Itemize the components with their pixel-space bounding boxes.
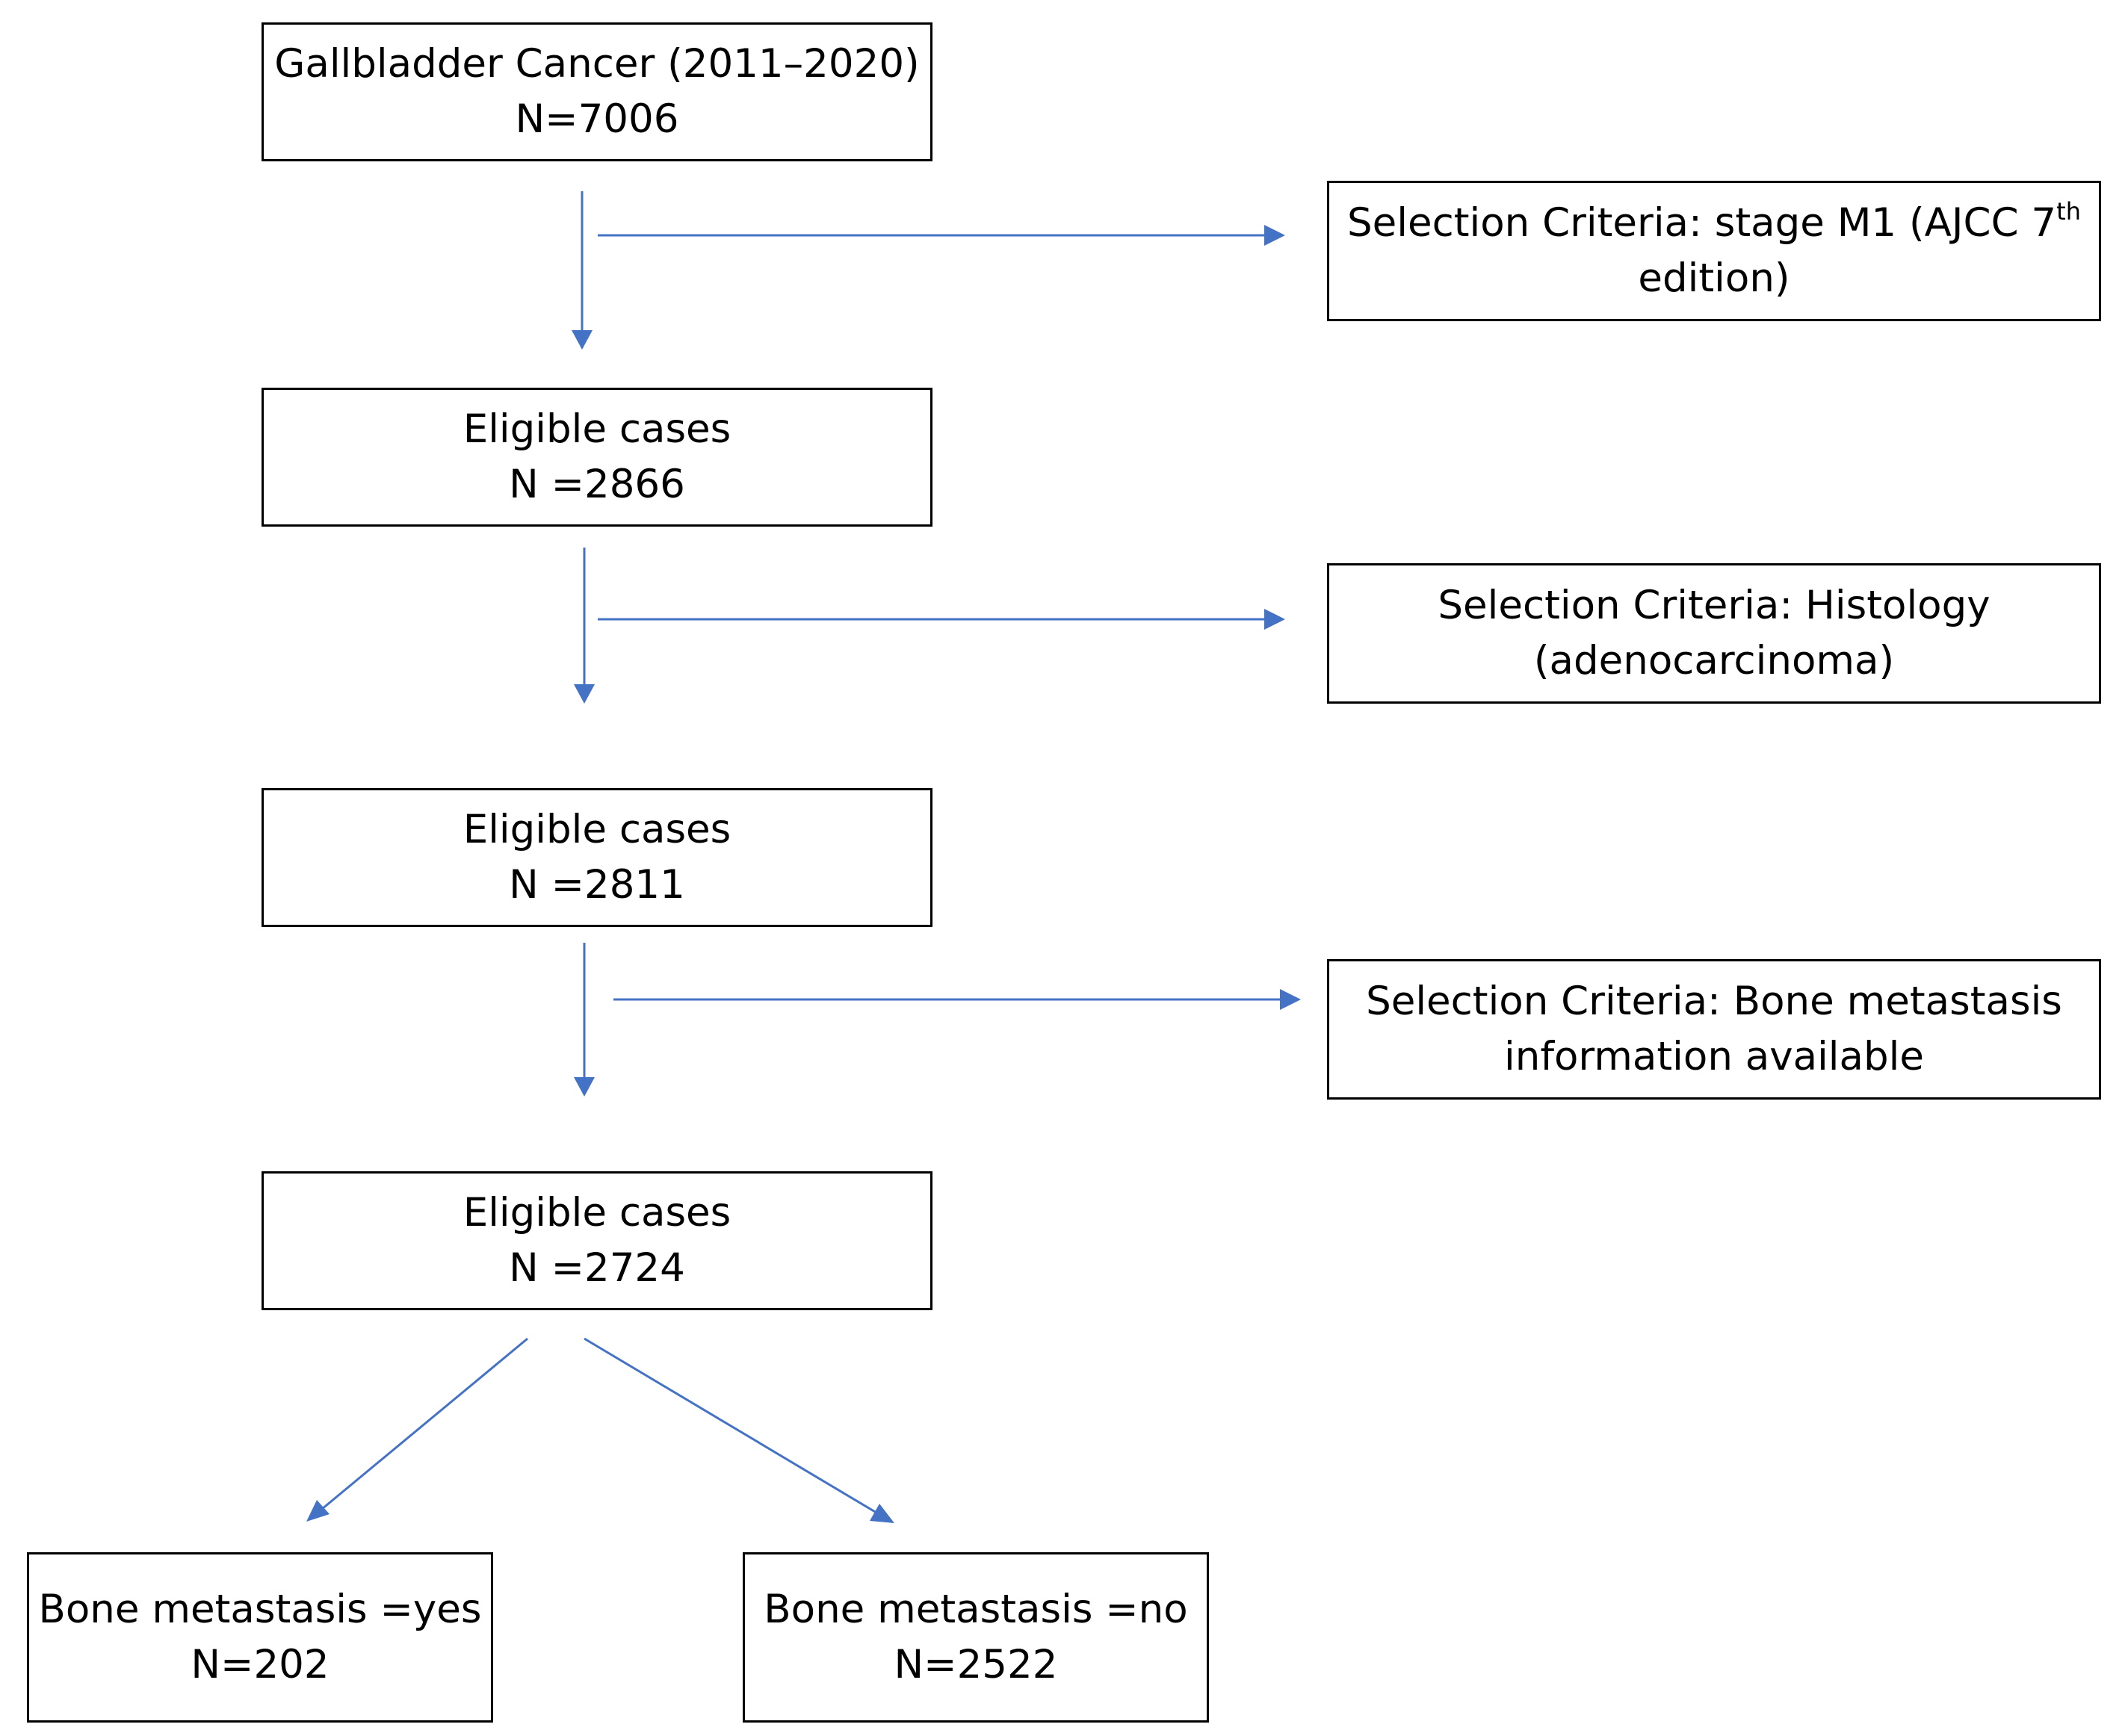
outcome-no-count: N=2522 bbox=[894, 1642, 1058, 1687]
arrowhead-right-3 bbox=[1280, 989, 1301, 1010]
eligible-count-2: N =2811 bbox=[509, 862, 685, 908]
criteria-bone-line2: information available bbox=[1504, 1034, 1924, 1079]
start-count: N=7006 bbox=[515, 96, 679, 142]
criteria-stage-superscript: th bbox=[2056, 197, 2081, 226]
outcome-box-no: Bone metastasis =no N=2522 bbox=[743, 1552, 1209, 1723]
arrowhead-yes bbox=[306, 1500, 330, 1522]
eligible-count-3: N =2724 bbox=[509, 1245, 685, 1291]
outcome-yes-count: N=202 bbox=[191, 1642, 330, 1687]
outcome-yes-label: Bone metastasis =yes bbox=[38, 1587, 482, 1632]
arrow-to-no bbox=[584, 1337, 881, 1516]
criteria-stage-text: Selection Criteria: stage M1 (AJCC 7 bbox=[1347, 200, 2057, 246]
arrow-to-yes bbox=[317, 1337, 528, 1514]
arrowhead-down-2 bbox=[574, 684, 595, 704]
eligible-label-2: Eligible cases bbox=[463, 807, 731, 852]
eligible-count-1: N =2866 bbox=[509, 462, 685, 507]
criteria-stage-line2: edition) bbox=[1638, 255, 1790, 301]
criteria-bone-line1: Selection Criteria: Bone metastasis bbox=[1366, 979, 2062, 1024]
arrowhead-no bbox=[870, 1504, 894, 1523]
arrowhead-right-2 bbox=[1264, 609, 1285, 630]
arrowhead-down-1 bbox=[572, 330, 593, 350]
criteria-histology-line1: Selection Criteria: Histology bbox=[1438, 583, 1991, 628]
outcome-no-label: Bone metastasis =no bbox=[764, 1587, 1188, 1632]
criteria-box-stage: Selection Criteria: stage M1 (AJCC 7th e… bbox=[1327, 181, 2101, 321]
eligible-box-2: Eligible cases N =2811 bbox=[262, 788, 932, 927]
arrowhead-right-1 bbox=[1264, 225, 1285, 246]
criteria-stage-line1: Selection Criteria: stage M1 (AJCC 7th bbox=[1347, 196, 2081, 251]
criteria-histology-line2: (adenocarcinoma) bbox=[1533, 638, 1895, 683]
eligible-box-1: Eligible cases N =2866 bbox=[262, 388, 932, 527]
arrowhead-down-3 bbox=[574, 1077, 595, 1097]
criteria-box-histology: Selection Criteria: Histology (adenocarc… bbox=[1327, 563, 2101, 704]
start-box: Gallbladder Cancer (2011–2020) N=7006 bbox=[262, 22, 932, 161]
criteria-box-bone-info: Selection Criteria: Bone metastasis info… bbox=[1327, 959, 2101, 1100]
outcome-box-yes: Bone metastasis =yes N=202 bbox=[27, 1552, 493, 1723]
start-title: Gallbladder Cancer (2011–2020) bbox=[274, 41, 920, 87]
eligible-label-1: Eligible cases bbox=[463, 406, 731, 452]
eligible-label-3: Eligible cases bbox=[463, 1190, 731, 1236]
eligible-box-3: Eligible cases N =2724 bbox=[262, 1171, 932, 1310]
